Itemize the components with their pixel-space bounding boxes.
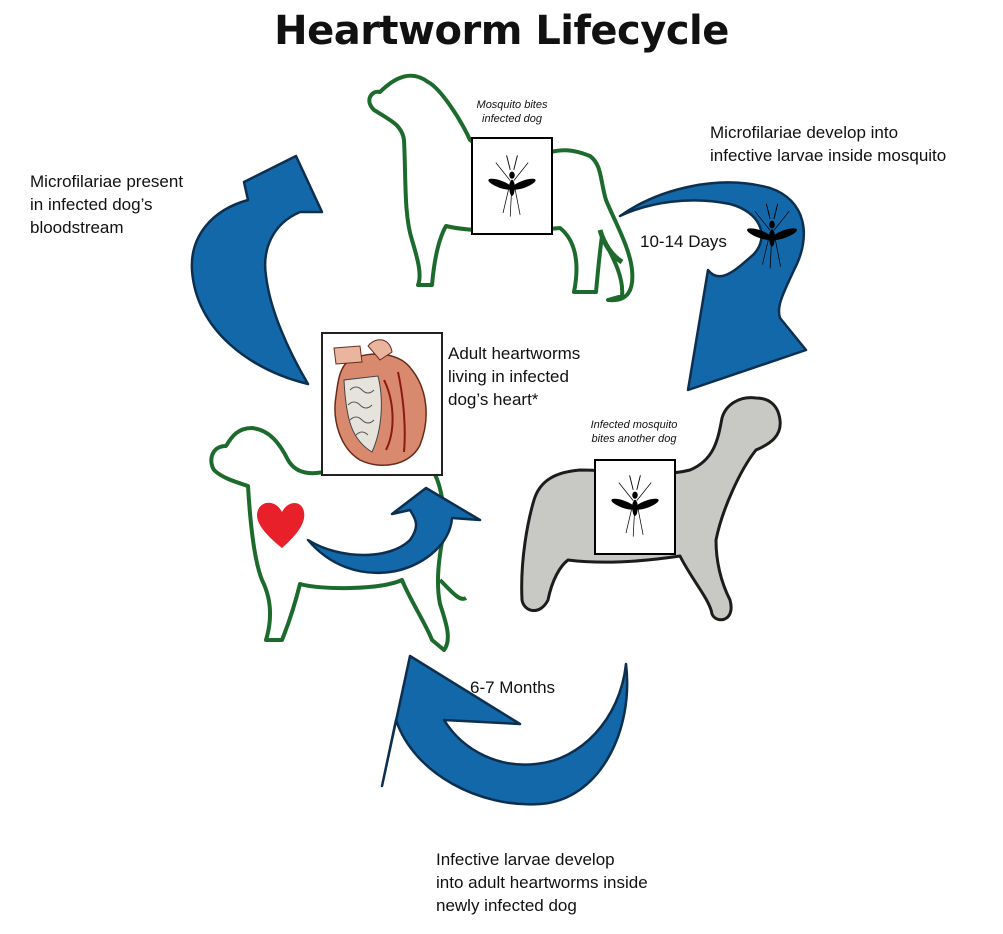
label-infected-mosquito-bites: Infected mosquito bites another dog [590, 419, 678, 445]
dog-outline-bottom-left [209, 426, 450, 652]
arrow-into-heart [306, 486, 482, 575]
label-microfilariae-present: Microfilariae present in infected dog’s … [30, 172, 184, 237]
arrow-to-infected-dog [618, 181, 808, 392]
diagram-title: Heartworm Lifecycle [274, 8, 729, 54]
label-microfilariae-develop: Microfilariae develop into infective lar… [710, 123, 947, 165]
label-mosquito-bites-infected: Mosquito bites infected dog [476, 99, 548, 125]
label-infective-larvae: Infective larvae develop into adult hear… [436, 850, 648, 915]
label-months: 6-7 Months [470, 678, 556, 697]
label-adult-heartworms: Adult heartworms living in infected dog’… [448, 344, 581, 409]
heart-icon [257, 502, 305, 548]
heart-anatomy-illustration [333, 339, 427, 466]
label-days: 10-14 Days [640, 232, 727, 251]
arrow-to-new-dog [380, 654, 629, 806]
arrow-to-top-dog [190, 154, 324, 386]
